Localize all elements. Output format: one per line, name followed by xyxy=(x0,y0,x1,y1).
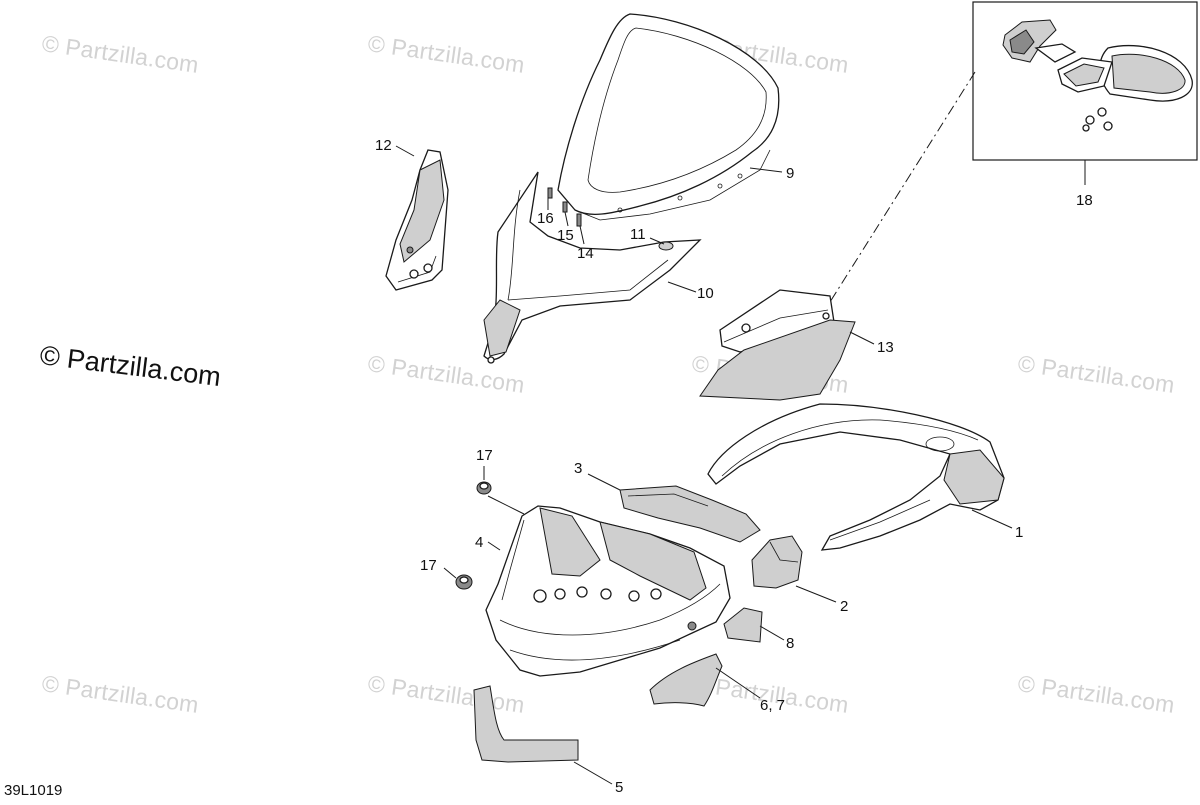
callout-1: 1 xyxy=(1015,524,1024,541)
side-block-part xyxy=(751,535,803,589)
callout-3: 3 xyxy=(574,460,583,477)
upper-trim-part xyxy=(619,485,761,543)
callout-18: 18 xyxy=(1076,192,1093,209)
insert-pad-part xyxy=(723,607,763,643)
rubber-grommet-parts xyxy=(455,481,492,590)
side-bracket-part xyxy=(385,149,449,291)
callout-9: 9 xyxy=(786,165,795,182)
callout-2: 2 xyxy=(840,598,849,615)
callout-13: 13 xyxy=(877,339,894,356)
mirror-mount-panel-part xyxy=(699,289,856,401)
leader-lines xyxy=(395,145,1013,785)
diagram-code: 39L1019 xyxy=(4,782,63,799)
callout-16: 16 xyxy=(537,210,554,227)
callout-6-7: 6, 7 xyxy=(760,697,786,714)
callout-14: 14 xyxy=(577,245,594,262)
callout-12: 12 xyxy=(375,137,392,154)
lower-panel-part xyxy=(473,685,579,763)
deflector-part xyxy=(649,653,723,707)
callout-17-upper: 17 xyxy=(476,447,493,464)
rear-cowl-frame-part xyxy=(707,403,1005,551)
front-bezel-part xyxy=(485,505,731,677)
reference-dashed-line xyxy=(829,71,976,303)
windshield-part xyxy=(557,13,780,221)
callout-4: 4 xyxy=(475,534,484,551)
callout-11: 11 xyxy=(630,226,646,243)
callout-15: 15 xyxy=(557,227,574,244)
callout-17-lower: 17 xyxy=(420,557,437,574)
callout-8: 8 xyxy=(786,635,795,652)
windshield-frame-part xyxy=(483,171,702,364)
callout-10: 10 xyxy=(697,285,714,302)
mirror-assembly-inset xyxy=(972,1,1198,185)
callout-5: 5 xyxy=(615,779,624,796)
